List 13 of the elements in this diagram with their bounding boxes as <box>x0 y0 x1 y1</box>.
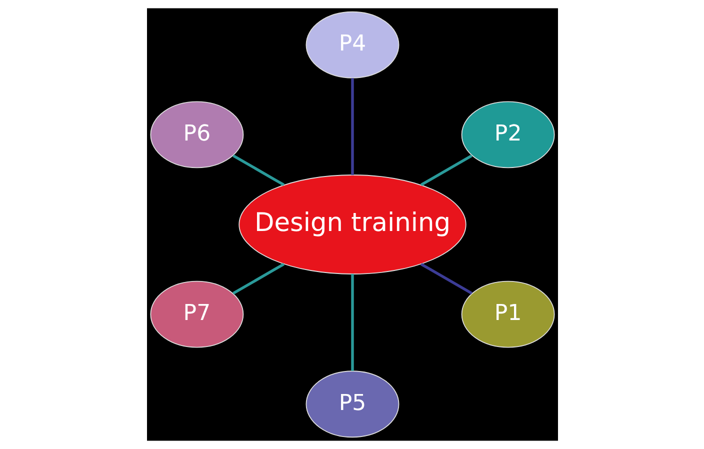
node-ellipse: P7 <box>150 280 244 348</box>
connector <box>420 262 472 295</box>
node-ellipse: P1 <box>460 280 554 348</box>
node-ellipse: P4 <box>305 11 399 78</box>
connector <box>350 78 354 175</box>
node-ellipse: P6 <box>150 101 244 168</box>
node-ellipse: P2 <box>460 101 554 168</box>
connector <box>420 154 472 186</box>
connector <box>232 262 284 295</box>
node-ellipse: P5 <box>305 370 399 438</box>
node-ellipse: Design training <box>238 174 466 274</box>
connector <box>350 274 354 371</box>
connector <box>232 154 284 186</box>
